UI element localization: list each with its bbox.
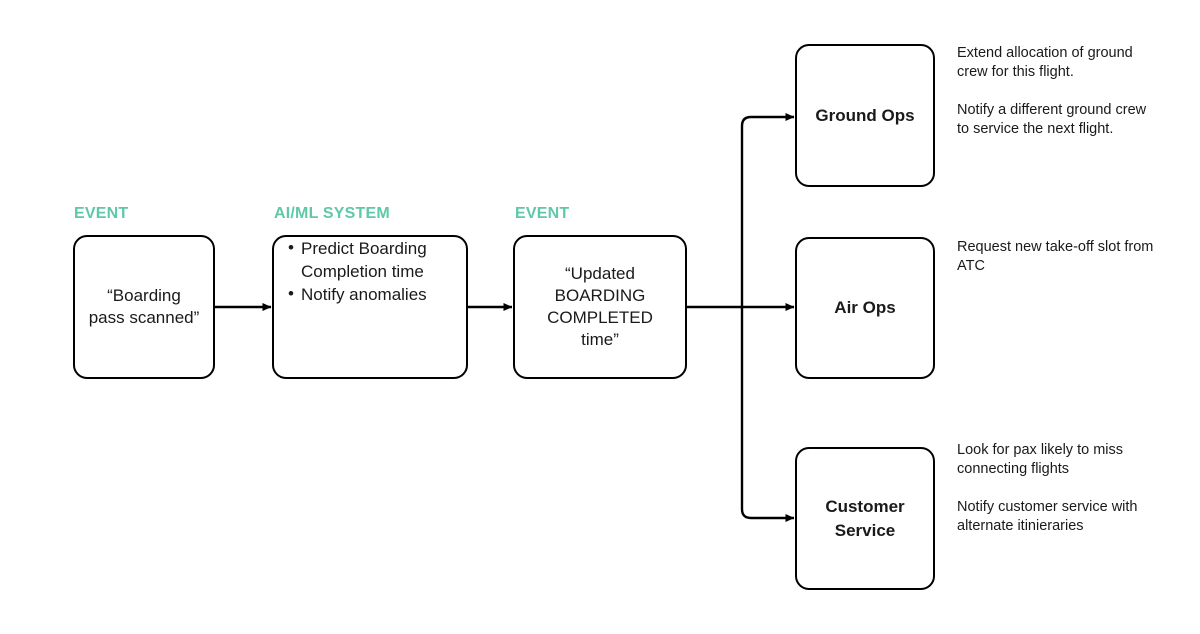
annotation-ground-ops-note: Extend allocation of ground crew for thi… <box>957 45 1133 80</box>
annotation-ground-ops-note: Notify a different ground crew to servic… <box>957 102 1147 137</box>
annotation-customer-service-note: Notify customer service with alternate i… <box>957 499 1138 534</box>
annotation-ground-ops: Extend allocation of ground crew for thi… <box>957 44 1162 139</box>
caption-event-2: EVENT <box>515 205 570 222</box>
node-customer-service[interactable]: Customer Service <box>795 447 935 590</box>
node-aiml-system[interactable]: Predict Boarding Completion time Notify … <box>272 235 468 379</box>
arrow-branch-customer-service <box>740 307 795 522</box>
annotation-air-ops: Request new take-off slot from ATC <box>957 238 1162 276</box>
caption-event-1: EVENT <box>74 205 129 222</box>
arrow-branch-ground-ops <box>740 113 795 307</box>
annotation-customer-service-note: Look for pax likely to miss connecting f… <box>957 442 1124 477</box>
node-air-ops[interactable]: Air Ops <box>795 237 935 379</box>
node-updated-boarding-completed[interactable]: “Updated BOARDING COMPLETED time” <box>513 235 687 379</box>
annotation-air-ops-note: Request new take-off slot from ATC <box>957 239 1154 274</box>
annotation-customer-service: Look for pax likely to miss connecting f… <box>957 441 1162 536</box>
node-air-ops-label: Air Ops <box>834 298 896 317</box>
caption-aiml-system: AI/ML SYSTEM <box>274 205 390 222</box>
aiml-capability-list: Predict Boarding Completion time Notify … <box>288 236 452 306</box>
node-ground-ops-label: Ground Ops <box>815 105 915 125</box>
node-boarding-pass-scanned[interactable]: “Boarding pass scanned” <box>73 235 215 379</box>
node-ground-ops[interactable]: Ground Ops <box>795 44 935 187</box>
aiml-capability-item: Notify anomalies <box>288 282 452 306</box>
node-boarding-pass-scanned-label: “Boarding pass scanned” <box>88 286 200 327</box>
node-customer-service-label: Customer Service <box>825 496 905 540</box>
aiml-capability-item: Predict Boarding Completion time <box>288 236 452 283</box>
node-updated-boarding-completed-label: “Updated BOARDING COMPLETED time” <box>547 264 653 349</box>
